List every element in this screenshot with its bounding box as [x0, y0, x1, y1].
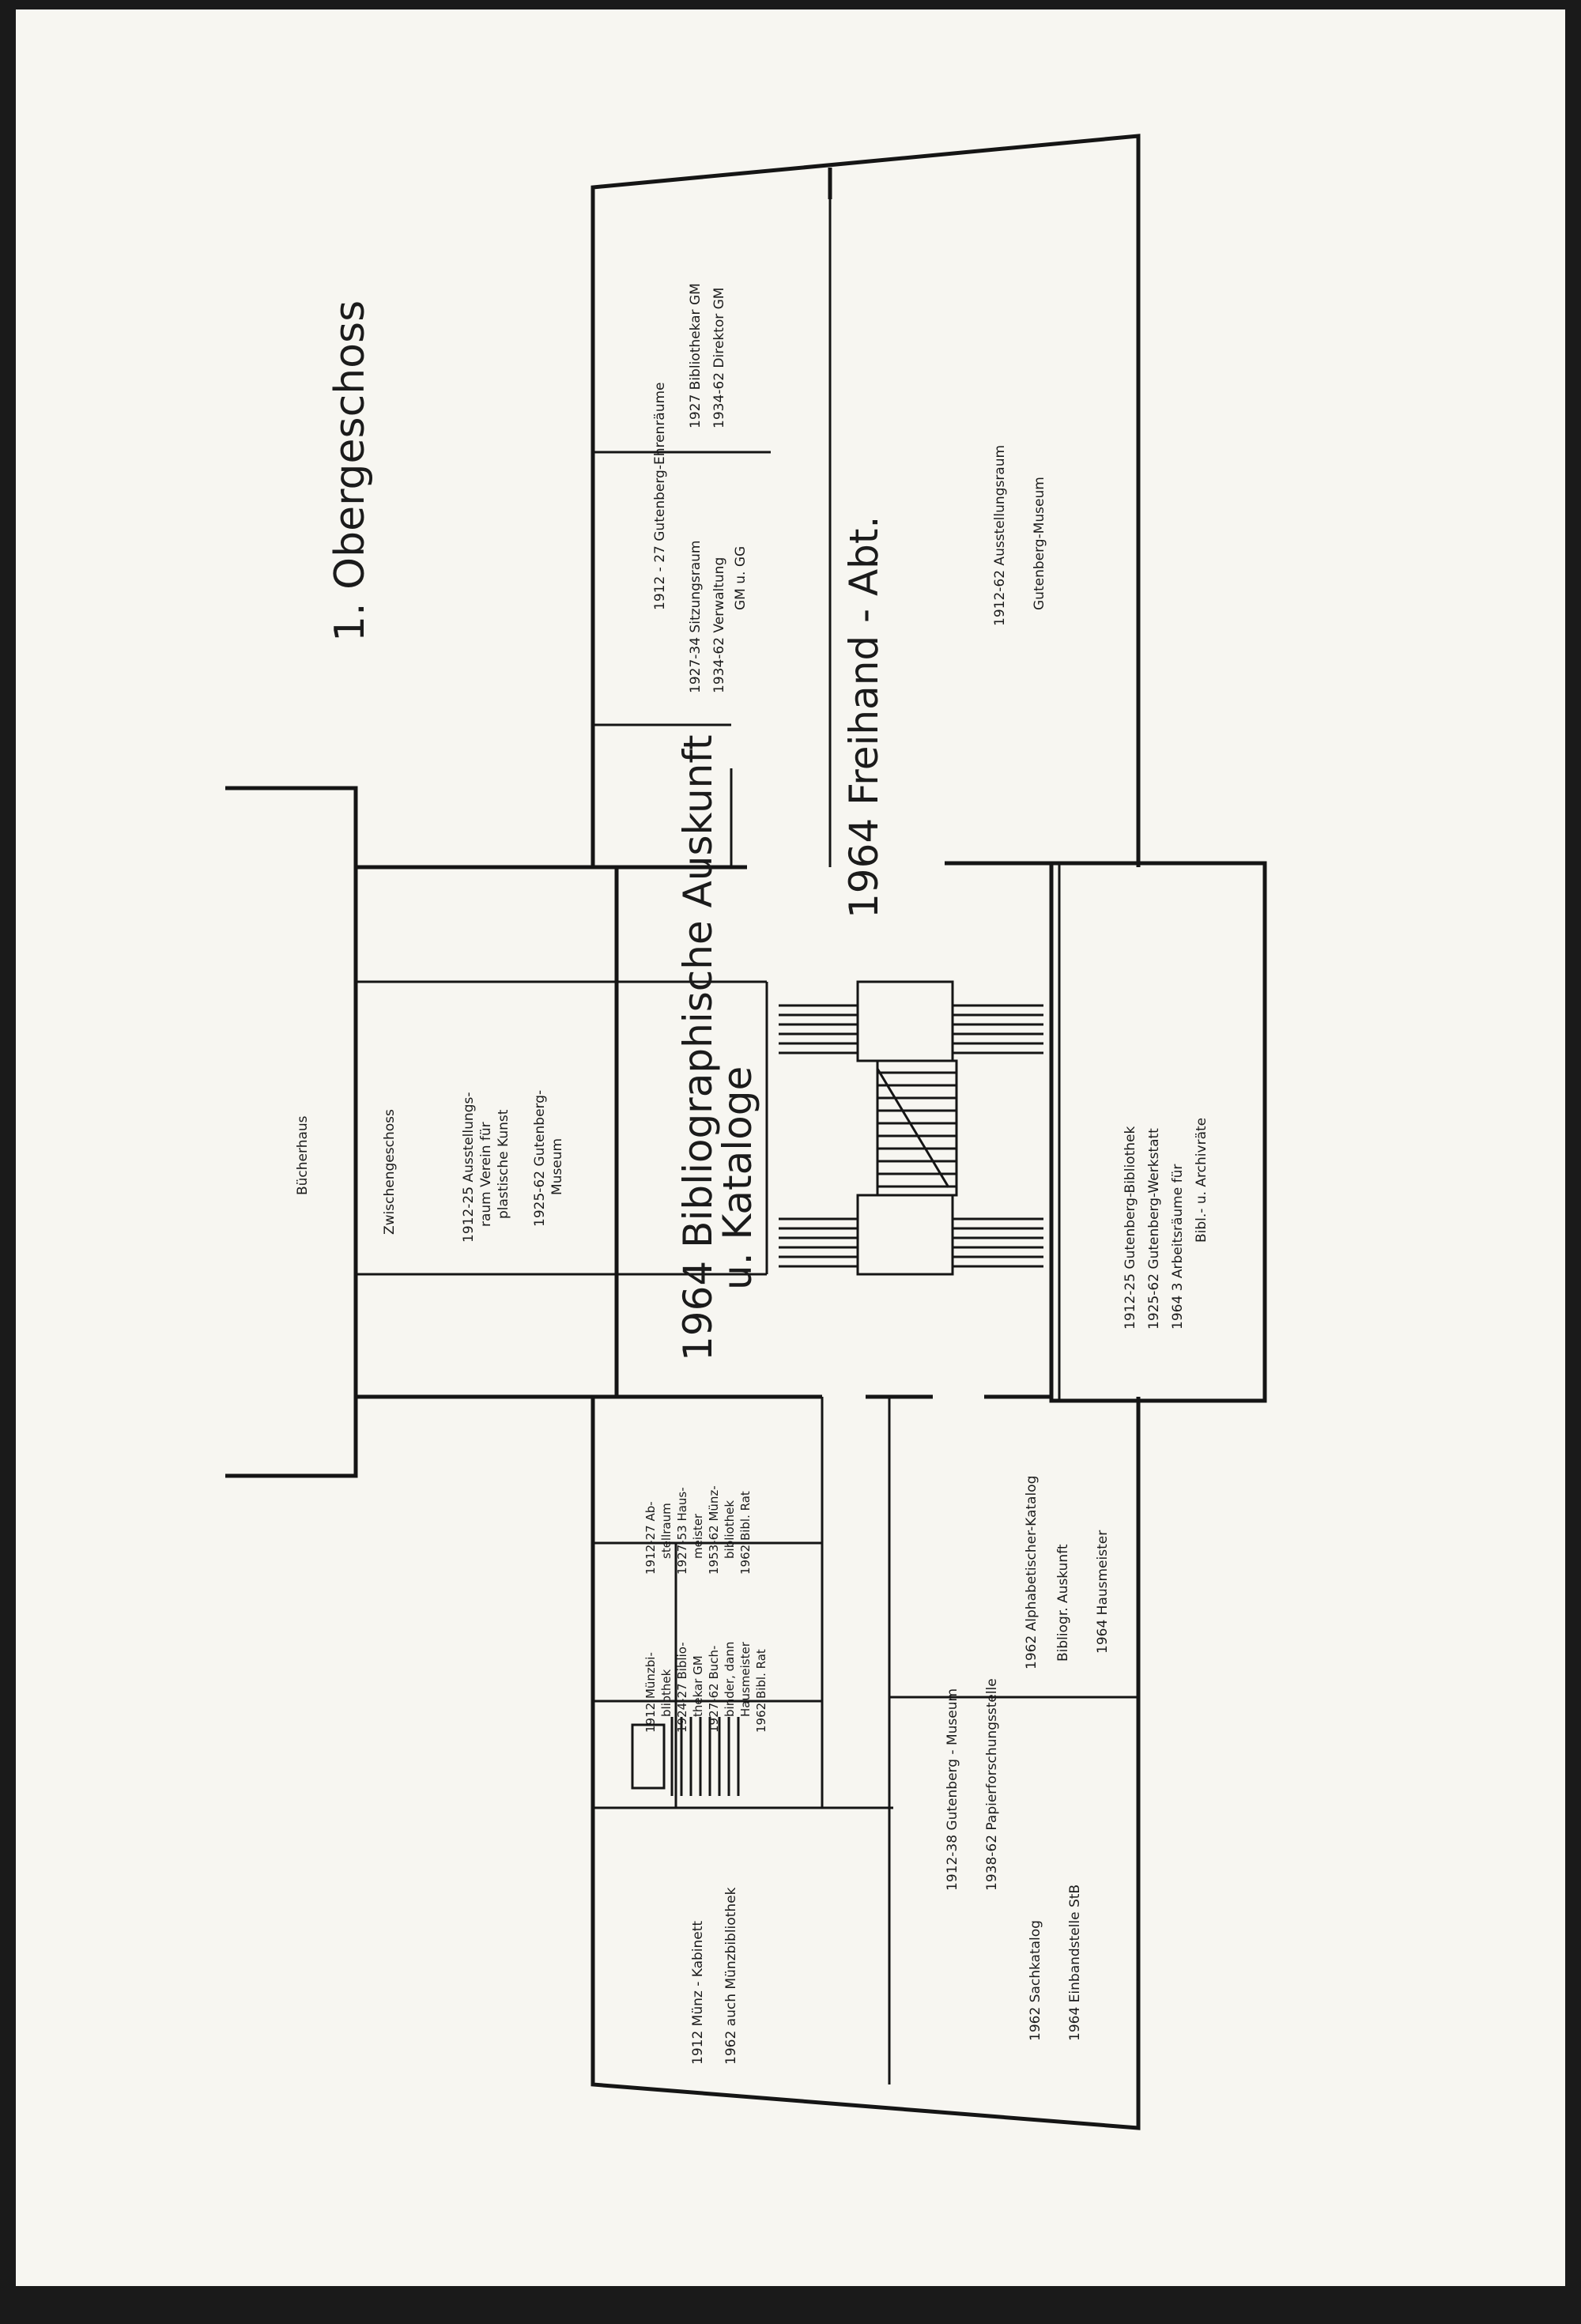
- label-zwischengeschoss: Zwischengeschoss: [382, 1109, 398, 1235]
- room-labels: Bücherhaus Zwischengeschoss 1912-25 Auss…: [295, 283, 1209, 2065]
- label-ausstellung-1912: 1912-62 Ausstellungsraum: [992, 445, 1008, 626]
- label-alpha-b: Bibliogr. Auskunft: [1055, 1544, 1071, 1662]
- label-ehrenraeume: 1912 - 27 Gutenberg-Ehrenräume: [652, 382, 668, 610]
- floor-plan-sheet: 1. Obergeschoss: [16, 9, 1565, 2286]
- label-muenz-1: 1912 Münzbi-: [643, 1652, 658, 1733]
- label-gm-1938: 1938-62 Papierforschungsstelle: [984, 1678, 1000, 1891]
- label-sitz-1934: 1934-62 Verwaltung: [711, 557, 727, 693]
- label-abstell-4: meister: [691, 1513, 705, 1559]
- label-sach-1962: 1962 Sachkatalog: [1028, 1920, 1043, 2041]
- label-right-1925: 1925-62 Gutenberg-Werkstatt: [1146, 1128, 1162, 1330]
- label-kabinett-1: 1912 Münz - Kabinett: [690, 1921, 706, 2065]
- label-gm-1912: 1912-38 Gutenberg - Museum: [945, 1688, 960, 1891]
- label-zwischen-1912c: plastische Kunst: [496, 1109, 511, 1219]
- label-right-1964: 1964 3 Arbeitsräume für: [1170, 1164, 1186, 1330]
- central-partitions: [356, 980, 768, 1276]
- floor-title: 1. Obergeschoss: [326, 300, 374, 642]
- label-right-1912: 1912-25 Gutenberg-Bibliothek: [1123, 1126, 1138, 1330]
- label-sitz-gm: GM u. GG: [733, 546, 749, 610]
- label-muenz-8: 1962 Bibl. Rat: [754, 1649, 768, 1733]
- central-staircase: [779, 980, 1043, 1276]
- label-muenz-7: Hausmeister: [738, 1641, 753, 1717]
- label-zwischen-1912: 1912-25 Ausstellungs-: [461, 1092, 477, 1243]
- label-muenz-3: 1924-27 Biblio-: [675, 1642, 689, 1733]
- label-muenz-5: 1927-62 Buch-: [707, 1646, 721, 1733]
- label-freihand: 1964 Freihand - Abt.: [841, 516, 887, 919]
- label-right-1964b: Bibl.- u. Archivräte: [1194, 1118, 1209, 1243]
- label-abstell-3: 1927-53 Haus-: [675, 1487, 689, 1575]
- label-kabinett-2: 1962 auch Münzbibliothek: [723, 1887, 739, 2065]
- label-abstell-7: 1962 Bibl. Rat: [738, 1491, 753, 1575]
- left-wing-stairs: [631, 1717, 740, 1796]
- left-wing-partitions: [593, 1397, 1138, 2084]
- label-abstell-5: 1953-62 Münz-: [707, 1485, 721, 1575]
- label-alpha-1964: 1964 Hausmeister: [1095, 1530, 1111, 1654]
- label-abstell-1: 1912-27 Ab-: [643, 1501, 658, 1575]
- label-zwischen-1925b: Museum: [549, 1138, 565, 1195]
- label-muenz-2: bliothek: [659, 1669, 674, 1717]
- right-wing-partitions: [593, 168, 832, 867]
- label-ehren-1934: 1934-62 Direktor GM: [711, 288, 727, 428]
- label-abstell-2: stellraum: [659, 1503, 674, 1559]
- label-muenz-6: binder, dann: [723, 1642, 737, 1717]
- label-sach-1964: 1964 Einbandstelle StB: [1067, 1884, 1083, 2041]
- label-sitz-1927: 1927-34 Sitzungsraum: [688, 541, 704, 693]
- label-ausstellung-gm: Gutenberg-Museum: [1032, 477, 1047, 610]
- outer-walls: [225, 134, 1267, 2130]
- label-bibliographische-auskunft: 1964 Bibliographische Auskunft: [675, 734, 721, 1361]
- label-zwischen-1912b: raum Verein für: [478, 1122, 494, 1227]
- label-muenz-4: thekar GM: [691, 1655, 705, 1717]
- label-buecherhaus: Bücherhaus: [295, 1115, 311, 1195]
- label-zwischen-1925: 1925-62 Gutenberg-: [532, 1090, 548, 1227]
- label-alpha-1962: 1962 Alphabetischer-Katalog: [1024, 1476, 1040, 1669]
- label-abstell-6: bibliothek: [723, 1500, 737, 1559]
- label-kataloge: u. Kataloge: [715, 1066, 760, 1290]
- label-ehren-1927: 1927 Bibliothekar GM: [688, 283, 704, 428]
- floor-plan: 1. Obergeschoss: [225, 134, 1267, 2130]
